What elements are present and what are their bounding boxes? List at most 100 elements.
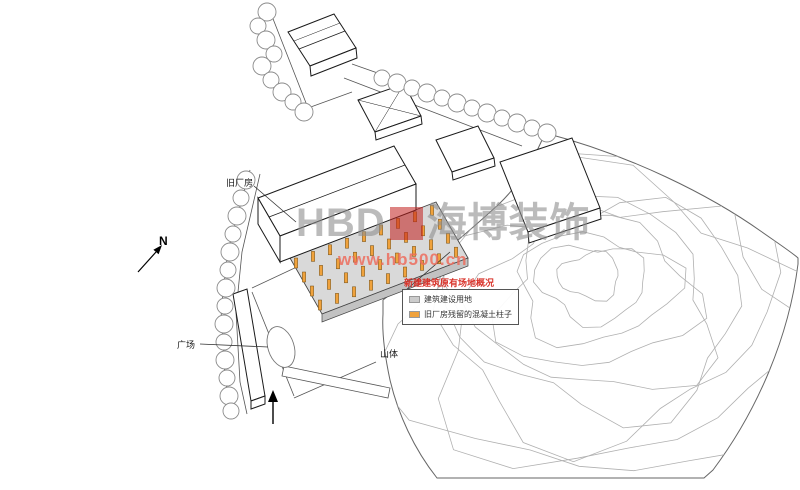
watermark-brand-cn: 海博装饰 bbox=[426, 201, 591, 245]
plaza-area bbox=[266, 326, 296, 368]
building-thin-wall bbox=[232, 288, 266, 410]
label-mountain: 山体 bbox=[380, 349, 399, 359]
tree-icon bbox=[218, 369, 236, 387]
contour-line bbox=[556, 249, 619, 302]
tree-icon bbox=[216, 278, 236, 298]
tree-icon bbox=[252, 56, 272, 76]
tree-icon bbox=[507, 113, 527, 133]
tree-icon bbox=[215, 333, 233, 351]
legend-swatch-columns bbox=[409, 311, 420, 318]
contour-line bbox=[533, 244, 645, 328]
tree-icon bbox=[294, 102, 314, 122]
concrete-column bbox=[335, 293, 339, 304]
concrete-column bbox=[362, 231, 366, 242]
legend-title: 新建建筑原有场地概况 bbox=[404, 278, 495, 288]
concrete-column bbox=[327, 279, 331, 290]
tree-icon bbox=[219, 386, 239, 406]
concrete-column bbox=[412, 246, 416, 257]
tree-icon bbox=[232, 189, 250, 207]
tree-icon bbox=[222, 402, 240, 420]
concrete-column bbox=[395, 252, 399, 264]
tree-icon bbox=[216, 297, 234, 315]
watermark: HBD 海博装饰 bbox=[296, 203, 591, 243]
concrete-column bbox=[446, 232, 450, 244]
tree-icon bbox=[214, 314, 234, 334]
legend-item-building-land: 建筑建设用地 bbox=[409, 294, 512, 305]
concrete-column bbox=[387, 238, 391, 250]
tree-icon bbox=[387, 73, 407, 93]
concrete-column bbox=[361, 265, 365, 277]
concrete-column bbox=[294, 257, 298, 269]
building-old-factory bbox=[257, 145, 417, 264]
concrete-column bbox=[319, 265, 323, 276]
leader-plaza bbox=[199, 343, 269, 348]
concrete-column bbox=[352, 286, 356, 298]
platform-front-edge bbox=[321, 257, 469, 323]
plaza-oval bbox=[266, 326, 296, 368]
legend-item-columns: 旧厂房残留的混凝土柱子 bbox=[409, 309, 512, 320]
tree-icon bbox=[236, 170, 256, 190]
walkway bbox=[281, 365, 391, 399]
concrete-column bbox=[378, 259, 382, 270]
concrete-column bbox=[370, 245, 374, 256]
concrete-column bbox=[438, 218, 442, 230]
tree-icon bbox=[537, 123, 557, 143]
tree-icon bbox=[257, 2, 277, 22]
concrete-column bbox=[403, 266, 407, 278]
tree-icon bbox=[249, 17, 267, 35]
concrete-column bbox=[328, 244, 332, 256]
north-arrow bbox=[137, 245, 162, 273]
concrete-column bbox=[318, 299, 322, 311]
watermark-brand-latin: HBD bbox=[296, 201, 386, 245]
legend-label-building-land: 建筑建设用地 bbox=[424, 295, 472, 304]
tree-icon bbox=[272, 82, 292, 102]
tree-icon bbox=[265, 45, 283, 63]
leader-legend bbox=[405, 251, 451, 291]
legend-label-columns: 旧厂房残留的混凝土柱子 bbox=[424, 310, 512, 319]
tree-icon bbox=[417, 83, 437, 103]
concrete-column bbox=[310, 285, 314, 297]
concrete-column bbox=[336, 258, 340, 270]
leader-lines bbox=[199, 185, 451, 348]
concrete-column bbox=[386, 273, 390, 284]
concrete-column bbox=[379, 224, 383, 236]
building-large bbox=[499, 137, 602, 244]
label-plaza: 广场 bbox=[177, 340, 196, 350]
road-edge bbox=[343, 77, 523, 147]
tree-icon bbox=[262, 71, 280, 89]
tree-icon bbox=[224, 225, 242, 243]
trees bbox=[214, 2, 557, 420]
tree-icon bbox=[220, 242, 240, 262]
label-old-factory: 旧厂房 bbox=[226, 178, 254, 188]
concrete-column bbox=[454, 246, 458, 258]
concrete-column bbox=[369, 279, 373, 291]
tree-icon bbox=[219, 261, 237, 279]
building-barn bbox=[287, 13, 358, 77]
label-north: N bbox=[159, 234, 168, 248]
concrete-column bbox=[437, 253, 441, 265]
concrete-column bbox=[430, 204, 434, 216]
concrete-column bbox=[429, 239, 433, 251]
tree-icon bbox=[477, 103, 497, 123]
tree-icon bbox=[447, 93, 467, 113]
concrete-column bbox=[311, 251, 315, 262]
concrete-column bbox=[302, 271, 306, 283]
buildings bbox=[232, 13, 602, 410]
legend: 建筑建设用地 旧厂房残留的混凝土柱子 bbox=[402, 289, 519, 325]
watermark-logo-icon bbox=[389, 206, 423, 240]
legend-swatch-building-land bbox=[409, 296, 420, 303]
concrete-column bbox=[345, 237, 349, 249]
concrete-column bbox=[353, 251, 357, 263]
tree-icon bbox=[227, 206, 247, 226]
tree-icon bbox=[256, 30, 276, 50]
leader-old-factory bbox=[253, 185, 297, 223]
mountain-boundary bbox=[382, 132, 799, 479]
building-warehouse-b bbox=[435, 125, 496, 181]
watermark-url: www.hb500.cn bbox=[338, 250, 468, 269]
building-warehouse-a bbox=[357, 83, 423, 141]
concrete-column bbox=[344, 272, 348, 284]
concrete-column bbox=[420, 260, 424, 271]
tree-icon bbox=[215, 350, 235, 370]
